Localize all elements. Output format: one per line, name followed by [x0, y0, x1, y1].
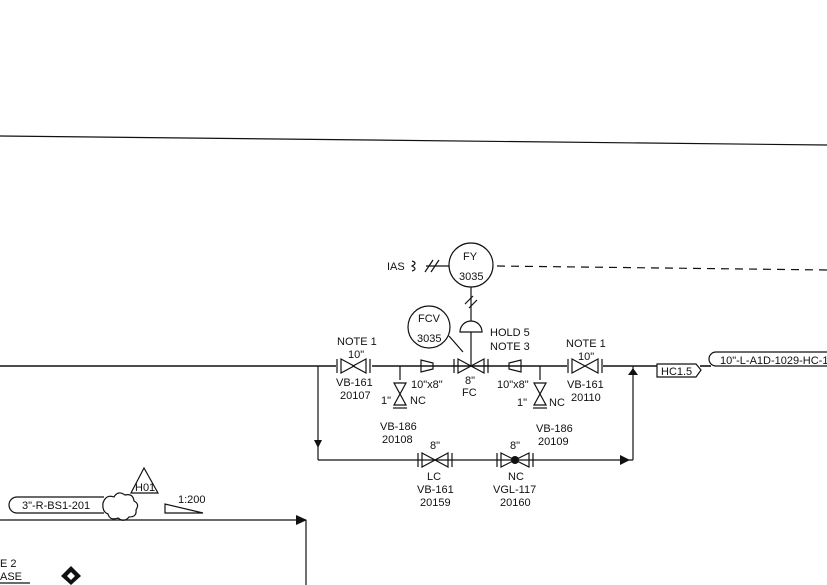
gate-valve-vb161-bypass: [417, 451, 453, 469]
gate-valve-vb161-right: [567, 357, 603, 375]
note1-left-label: NOTE 1: [337, 336, 377, 348]
hold5-label: HOLD 5: [490, 327, 530, 339]
slope-symbol: [164, 503, 204, 514]
bypass-arrow-end: [620, 455, 630, 465]
bypass-left-size: 8": [430, 440, 440, 452]
vb161-right-tag: VB-161: [567, 379, 604, 391]
note3-label: NOTE 3: [490, 341, 530, 353]
bypass-left-tag: VB-161: [417, 484, 454, 496]
bypass-right-size: 8": [510, 440, 520, 452]
cv-fail-label: FC: [462, 387, 477, 399]
fy-num: 3035: [459, 271, 483, 283]
note1-right-label: NOTE 1: [566, 338, 606, 350]
bypass-right-num: 20160: [500, 497, 531, 509]
drain-right-num: 20109: [538, 436, 569, 448]
drain-left-num: 20108: [382, 434, 413, 446]
bypass-left-num: 20159: [420, 497, 451, 509]
revision-cloud: [102, 492, 139, 521]
bypass-arrow-down: [314, 440, 322, 448]
drain-right-tag: VB-186: [536, 423, 573, 435]
hc-label: HC1.5: [661, 366, 692, 378]
control-valve-fcv3035: [453, 287, 489, 375]
h01-label: H01: [135, 482, 155, 494]
fcv-num: 3035: [417, 333, 441, 345]
drain-right-size: 1": [517, 397, 527, 409]
lower-arrow: [296, 515, 307, 525]
drain-left-size: 1": [381, 395, 391, 407]
line-tag-pill: [708, 351, 827, 367]
line-tag-2-label: 3"-R-BS1-201: [22, 500, 90, 512]
line-tag-pill-2: [8, 496, 104, 514]
drain-right-nc: NC: [549, 397, 565, 409]
reducer-left-label: 10"x8": [411, 379, 443, 391]
reducer-right: [508, 359, 522, 373]
fcv-tag: FCV: [418, 313, 441, 325]
fcv-instrument-bubble: [407, 305, 464, 353]
fy-tag: FY: [463, 251, 478, 263]
revision-triangle: [130, 466, 160, 494]
fy-instrument-bubble: [410, 242, 827, 288]
bypass-right-tag: VGL-117: [493, 484, 536, 496]
hc-flag: [656, 363, 702, 378]
drain-left-nc: NC: [410, 395, 426, 407]
border-line: [0, 135, 827, 146]
bypass-left-state: LC: [427, 471, 441, 483]
drain-left-tag: VB-186: [380, 421, 417, 433]
vb161-left-num: 20107: [340, 390, 371, 402]
size-10-right: 10": [578, 351, 594, 363]
gate-valve-vb161-left: [336, 357, 371, 375]
reducer-left: [420, 359, 434, 373]
bypass-right-state: NC: [508, 471, 524, 483]
vb161-left-tag: VB-161: [336, 377, 373, 389]
cv-size-label: 8": [465, 375, 475, 387]
note2-label: E 2: [0, 558, 17, 570]
drain-valve-vb186-right: [532, 366, 548, 409]
line-tag-label: 10"-L-A1D-1029-HC-1: [720, 355, 827, 367]
size-10-left: 10": [348, 349, 364, 361]
reducer-right-label: 10"x8": [497, 379, 529, 391]
vb161-right-num: 20110: [571, 392, 601, 404]
diamond-symbol: [61, 566, 81, 585]
ias-label: IAS: [387, 261, 405, 273]
slope-label: 1:200: [178, 494, 206, 506]
globe-valve-vgl117: [496, 452, 534, 468]
base-label: ASE: [0, 571, 22, 583]
drain-valve-vb186-left: [392, 366, 408, 409]
